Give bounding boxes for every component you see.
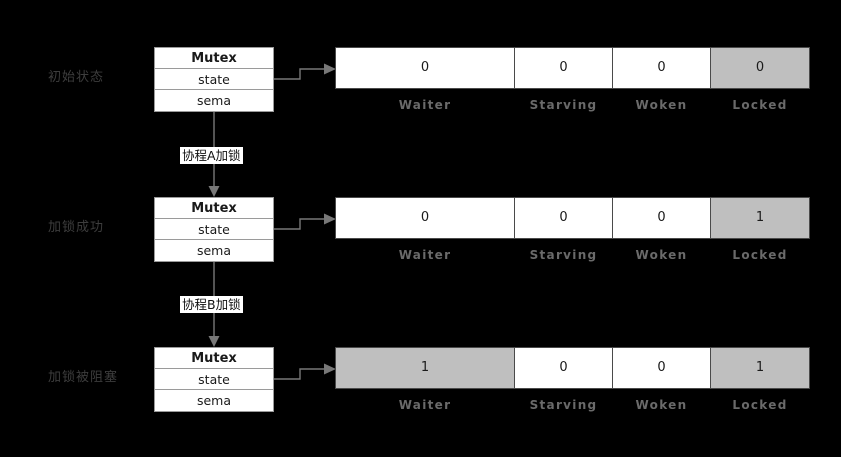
bitcell-caption: Woken [635,248,688,262]
mutex-struct-row-1: Mutex state sema [154,47,274,112]
transition-label-1: 协程A加锁 [180,147,243,164]
bitcell-value: 0 [559,60,568,75]
mutex-field-sema-row-3: sema [155,390,273,411]
mutex-struct-row-2: Mutex state sema [154,197,274,262]
bitcell-caption: Waiter [398,398,452,412]
bitcell-value: 0 [657,210,666,225]
bitcell-caption: Locked [732,398,788,412]
transition-label-2: 协程B加锁 [180,296,243,313]
mutex-field-sema-row-2: sema [155,240,273,261]
bitcell-caption: Locked [732,98,788,112]
state-label-row-3: 加锁被阻塞 [48,370,119,385]
connector-state-to-bitbar-row-1 [274,63,336,80]
bitcell-waiter-row-1: 0 Waiter [335,47,514,112]
bitcell-caption: Locked [732,248,788,262]
bitcell-value: 0 [420,60,430,75]
bitcell-waiter-row-2: 0 Waiter [335,197,514,262]
bitcell-caption: Starving [529,98,598,112]
mutex-field-state-row-3: state [155,369,273,390]
mutex-field-state-row-2: state [155,219,273,240]
bitcell-value: 1 [755,210,765,225]
mutex-title-row-3: Mutex [155,348,273,369]
bitcell-starving-row-2: 0 Starving [514,197,612,262]
mutex-title-row-2: Mutex [155,198,273,219]
bitcell-locked-row-3: 1 Locked [710,347,810,412]
bitcell-caption: Woken [635,98,688,112]
bitcell-woken-row-2: 0 Woken [612,197,710,262]
bitcell-waiter-row-3: 1 Waiter [335,347,514,412]
connector-state-to-bitbar-row-2 [274,213,336,230]
bitcell-woken-row-3: 0 Woken [612,347,710,412]
mutex-field-sema-row-1: sema [155,90,273,111]
bitcell-value: 0 [755,60,765,75]
bitcell-value: 1 [420,360,430,375]
bitcell-value: 0 [559,360,568,375]
state-bitbar-row-3: 1 Waiter 0 Starving 0 Woken 1 Locked [335,347,810,412]
bitcell-value: 0 [657,60,666,75]
bitcell-locked-row-2: 1 Locked [710,197,810,262]
bitcell-caption: Starving [529,398,598,412]
bitcell-caption: Starving [529,248,598,262]
bitcell-caption: Woken [635,398,688,412]
state-label-row-1: 初始状态 [48,70,105,85]
bitcell-caption: Waiter [398,248,452,262]
bitcell-woken-row-1: 0 Woken [612,47,710,112]
bitcell-starving-row-1: 0 Starving [514,47,612,112]
bitcell-value: 0 [559,210,568,225]
bitcell-value: 0 [657,360,666,375]
connector-state-to-bitbar-row-3 [274,363,336,380]
mutex-struct-row-3: Mutex state sema [154,347,274,412]
bitcell-starving-row-3: 0 Starving [514,347,612,412]
bitcell-value: 1 [755,360,765,375]
bitcell-locked-row-1: 0 Locked [710,47,810,112]
state-bitbar-row-1: 0 Waiter 0 Starving 0 Woken 0 Locked [335,47,810,112]
bitcell-value: 0 [420,210,430,225]
bitcell-caption: Waiter [398,98,452,112]
mutex-field-state-row-1: state [155,69,273,90]
state-bitbar-row-2: 0 Waiter 0 Starving 0 Woken 1 Locked [335,197,810,262]
mutex-title-row-1: Mutex [155,48,273,69]
state-label-row-2: 加锁成功 [48,220,105,235]
